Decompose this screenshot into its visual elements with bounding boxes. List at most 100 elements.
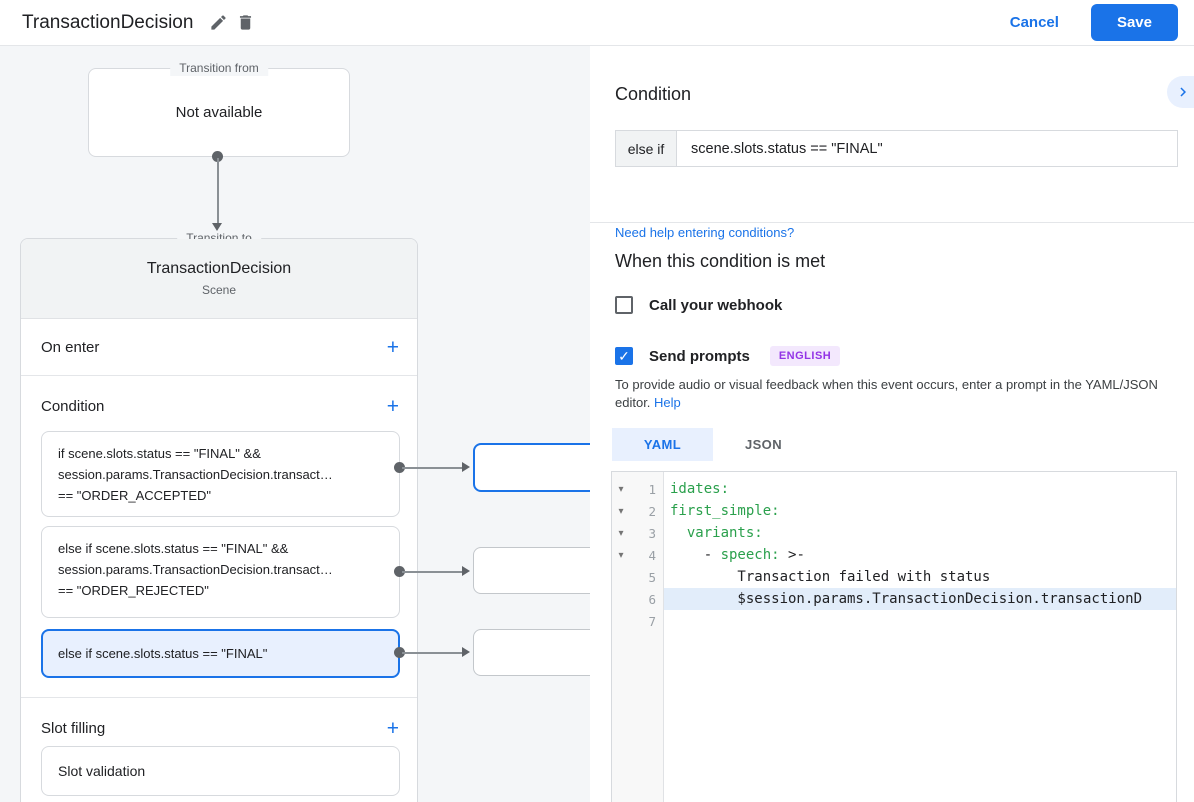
slot-validation-card[interactable]: Slot validation	[41, 746, 400, 796]
delete-scene-button[interactable]	[232, 9, 259, 36]
cancel-button[interactable]: Cancel	[998, 6, 1071, 39]
line-number: 2	[648, 503, 656, 519]
slot-filling-label: Slot filling	[41, 719, 106, 737]
code-line: ▾4 - speech: >-	[612, 544, 1176, 566]
send-prompts-label: Send prompts	[649, 347, 750, 365]
connector-line	[402, 651, 462, 654]
line-number: 3	[648, 525, 656, 541]
edit-title-button[interactable]	[205, 9, 232, 36]
page-title: TransactionDecision	[22, 11, 194, 33]
code-line: ▾ 3 variants:	[612, 522, 1176, 544]
editor-format-tabs: YAML JSON	[612, 428, 814, 461]
scene-card-header: TransactionDecision Scene	[21, 239, 417, 319]
condition-section-label: Condition	[41, 397, 105, 415]
chevron-right-icon	[1174, 83, 1192, 101]
scene-type-label: Scene	[201, 283, 237, 297]
code-line: ▾ 2 first_simple:	[612, 500, 1176, 522]
code-text[interactable]: idates:	[670, 481, 730, 497]
condition-line: == "ORDER_ACCEPTED"	[58, 488, 211, 503]
condition-help-link[interactable]: Need help entering conditions?	[615, 225, 795, 240]
connector-dot	[394, 462, 405, 473]
panel-title: Condition	[615, 84, 692, 104]
condition-card-rejected[interactable]: else if scene.slots.status == "FINAL" &&…	[41, 526, 400, 618]
help-link[interactable]: Help	[654, 395, 681, 410]
transition-from-box: Transition from Not available	[88, 61, 350, 157]
connector-dot	[394, 566, 405, 577]
code-line: ▾ 1 idates:	[612, 478, 1176, 500]
tab-yaml[interactable]: YAML	[612, 428, 713, 461]
condition-line: session.params.TransactionDecision.trans…	[58, 562, 333, 577]
trash-icon	[236, 13, 255, 32]
top-bar: TransactionDecision Cancel Save	[0, 0, 1194, 46]
transition-to-card: Transition to TransactionDecision Scene …	[20, 231, 418, 802]
code-line: 7	[612, 610, 1176, 632]
section-divider	[21, 697, 417, 698]
prompt-helper-text: To provide audio or visual feedback when…	[615, 376, 1177, 412]
save-button[interactable]: Save	[1090, 4, 1178, 41]
connector-dot	[212, 151, 223, 162]
connector-arrowhead-icon	[462, 647, 470, 657]
send-prompts-row[interactable]: ✓ Send prompts ENGLISH	[615, 346, 841, 366]
when-condition-heading: When this condition is met	[615, 251, 826, 271]
condition-section-header: Condition +	[21, 391, 417, 421]
code-text[interactable]: variants:	[686, 525, 763, 541]
tab-json[interactable]: JSON	[713, 428, 814, 461]
line-number: 6	[648, 591, 656, 607]
checkmark-icon: ✓	[618, 348, 630, 364]
add-on-enter-button[interactable]: +	[386, 335, 399, 359]
code-text[interactable]: - speech: >-	[670, 547, 805, 563]
yaml-code-editor[interactable]: ▾ 1 idates: ▾ 2 first_simple: ▾ 3 variants: ▾4 -…	[611, 471, 1177, 802]
collapse-panel-button[interactable]	[1167, 76, 1194, 108]
pencil-icon	[209, 13, 228, 32]
slot-filling-section-header: Slot filling +	[21, 713, 417, 743]
code-line: 6 $session.params.TransactionDecision.tr…	[612, 588, 1176, 610]
code-line: 5 Transaction failed with status	[612, 566, 1176, 588]
condition-line: session.params.TransactionDecision.trans…	[58, 467, 333, 482]
condition-detail-panel: Condition else if Need help entering con…	[590, 46, 1194, 802]
fold-arrow-icon[interactable]: ▾	[618, 527, 624, 539]
line-number: 1	[648, 481, 656, 497]
editor-lines: ▾ 1 idates: ▾ 2 first_simple: ▾ 3 variants: ▾4 -…	[612, 478, 1176, 632]
panel-divider	[590, 222, 1194, 223]
call-webhook-row[interactable]: Call your webhook	[615, 296, 782, 314]
fold-arrow-icon[interactable]: ▾	[618, 483, 624, 495]
condition-expression-row: else if	[615, 130, 1178, 167]
scene-name: TransactionDecision	[146, 260, 292, 277]
condition-line: == "ORDER_REJECTED"	[58, 583, 209, 598]
condition-card-accepted[interactable]: if scene.slots.status == "FINAL" && sess…	[41, 431, 400, 517]
connector-line	[402, 466, 462, 469]
send-prompts-checkbox[interactable]: ✓	[615, 347, 633, 365]
code-text[interactable]: $session.params.TransactionDecision.tran…	[664, 588, 1176, 610]
connector-dot	[394, 647, 405, 658]
language-badge: ENGLISH	[769, 346, 841, 366]
line-number: 7	[648, 613, 656, 629]
on-enter-label: On enter	[41, 338, 100, 356]
add-slot-button[interactable]: +	[386, 716, 399, 740]
transition-from-value: Not available	[175, 104, 263, 121]
connector-arrowhead-icon	[462, 462, 470, 472]
main-area: Transition from Not available Transition…	[0, 46, 1194, 802]
webhook-label: Call your webhook	[649, 296, 783, 314]
webhook-checkbox[interactable]	[615, 296, 633, 314]
code-text[interactable]	[664, 610, 1176, 632]
add-condition-button[interactable]: +	[386, 394, 399, 418]
connector-line	[402, 570, 462, 573]
condition-line: if scene.slots.status == "FINAL" &&	[58, 446, 261, 461]
condition-expression-input[interactable]	[677, 131, 1177, 166]
connector-arrowhead-icon	[212, 223, 222, 231]
fold-arrow-icon[interactable]: ▾	[618, 549, 624, 561]
fold-arrow-icon[interactable]: ▾	[618, 505, 624, 517]
prompt-helper-note: To provide audio or visual feedback when…	[615, 377, 1158, 410]
editor-gutter	[612, 472, 664, 802]
condition-line: else if scene.slots.status == "FINAL"	[58, 646, 268, 661]
code-text[interactable]: Transaction failed with status	[670, 569, 991, 585]
connector-arrowhead-icon	[462, 566, 470, 576]
line-number: 5	[648, 569, 656, 585]
on-enter-section: On enter +	[21, 319, 417, 376]
code-text[interactable]: first_simple:	[670, 503, 780, 519]
condition-prefix-label: else if	[616, 131, 677, 166]
connector-line	[216, 158, 219, 224]
condition-card-final-selected[interactable]: else if scene.slots.status == "FINAL"	[41, 629, 400, 678]
slot-validation-label: Slot validation	[58, 763, 146, 779]
